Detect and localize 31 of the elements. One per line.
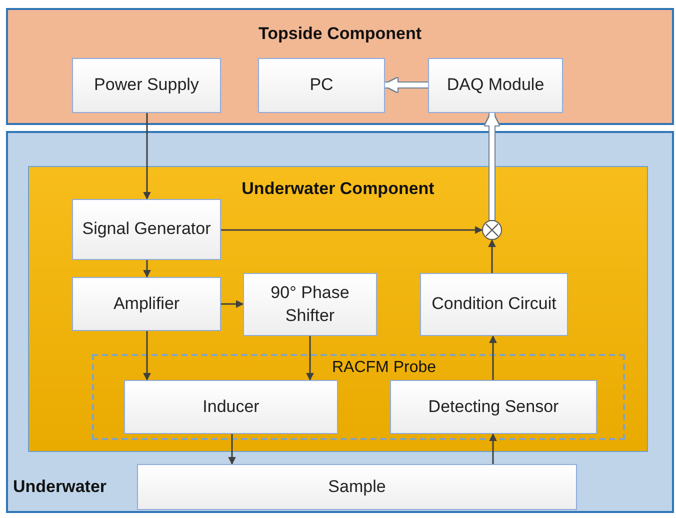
- arrow: [221, 226, 483, 234]
- arrow: [143, 260, 151, 278]
- arrow: [489, 335, 497, 380]
- block-box: Sample: [137, 464, 577, 510]
- arrow: [489, 433, 497, 464]
- arrow: [228, 434, 236, 465]
- block-box: Inducer: [124, 380, 338, 434]
- block-box: DAQ Module: [428, 58, 563, 113]
- block-box: Condition Circuit: [420, 273, 568, 336]
- probe-group: [92, 354, 625, 440]
- group-title: Underwater: [13, 477, 107, 497]
- arrow: [485, 112, 499, 220]
- arrow: [221, 300, 244, 308]
- underwater-component-panel: [28, 166, 648, 452]
- group-title: Underwater Component: [242, 179, 434, 199]
- underwater-panel: [6, 131, 674, 513]
- group-title: RACFM Probe: [332, 359, 436, 377]
- arrow: [488, 239, 496, 273]
- block-box: Amplifier: [72, 277, 221, 331]
- block-box: Power Supply: [72, 58, 221, 113]
- block-box: Signal Generator: [72, 199, 221, 260]
- block-box: Detecting Sensor: [390, 380, 597, 434]
- block-box: 90° Phase Shifter: [243, 273, 377, 336]
- mixer-circle: [482, 220, 502, 240]
- group-title: Topside Component: [258, 24, 422, 44]
- block-box: PC: [258, 58, 385, 113]
- topside-panel: [6, 8, 674, 125]
- arrow: [384, 78, 428, 92]
- arrow: [143, 331, 151, 381]
- arrow: [306, 336, 314, 381]
- arrow: [143, 113, 151, 200]
